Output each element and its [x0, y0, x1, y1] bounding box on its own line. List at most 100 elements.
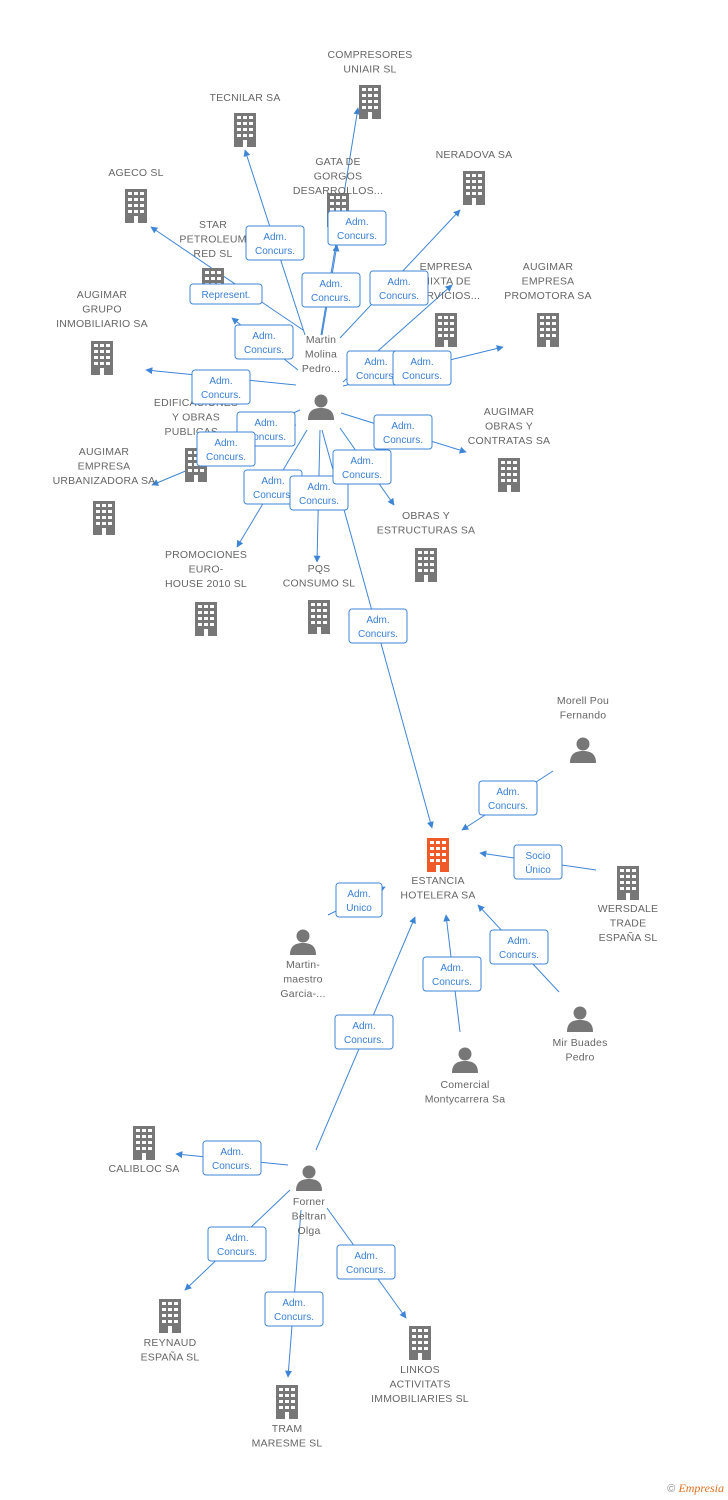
node-label-line: Mir Buades: [552, 1037, 607, 1049]
person-icon: [567, 1006, 593, 1032]
relation-badge-r-obras-estructuras[interactable]: Adm.Concurs.: [289, 475, 349, 511]
badge-label: Adm.Concurs.: [379, 277, 419, 302]
relation-badge-r-pqs[interactable]: Adm.Concurs.: [332, 449, 392, 485]
badge-label-line: Adm.: [507, 936, 530, 947]
relation-badge-r-empresa-mixta[interactable]: Adm. Concurs.: [346, 350, 406, 386]
relation-badge-r-neradova[interactable]: Adm.Concurs.: [369, 270, 429, 306]
node-label-line: DESARROLLOS...: [293, 185, 383, 197]
relation-badge-r-compresores[interactable]: Adm.Concurs.: [327, 210, 387, 246]
relation-badge-r-tecnilar[interactable]: Adm.Concurs.: [245, 225, 305, 261]
badge-label-line: Adm.: [364, 357, 387, 368]
badge-label: Adm.Concurs.: [244, 331, 284, 356]
relation-badge-r-forner-estancia[interactable]: Adm.Concurs.: [334, 1014, 394, 1050]
relation-badge-r-tram[interactable]: Adm.Concurs.: [264, 1291, 324, 1327]
relation-badge-r-augimar-urbanizadora[interactable]: Adm.Concurs.: [196, 431, 256, 467]
building-icon: [359, 85, 381, 119]
node-label-line: AUGIMAR: [484, 406, 535, 418]
node-label-line: TECNILAR SA: [209, 92, 280, 104]
relation-badge-r-mir[interactable]: Adm. Concurs.: [489, 929, 549, 965]
relation-badge-r-augimar-obras[interactable]: Adm.Concurs.: [243, 469, 303, 505]
node-ageco[interactable]: AGECO SL: [108, 167, 163, 223]
badge-box: [335, 882, 383, 918]
badge-label-line: Concurs.: [274, 1312, 314, 1323]
badge-label-line: Adm.: [387, 277, 410, 288]
relation-badge-r-gata[interactable]: Adm. Concurs.: [301, 272, 361, 308]
badge-label-line: Concurs.: [311, 293, 351, 304]
building-icon: [435, 313, 457, 347]
relation-badge-r-star[interactable]: Represent.: [189, 283, 263, 305]
person-icon: [296, 1165, 322, 1191]
node-label-line: SERVICIOS...: [412, 290, 480, 302]
node-neradova[interactable]: NERADOVA SA: [436, 149, 513, 205]
badge-box: [289, 475, 349, 511]
node-label-line: URBANIZADORA SA: [53, 475, 156, 487]
person-icon: [570, 737, 596, 763]
badge-label-line: Adm.: [496, 787, 519, 798]
badge-box: [189, 283, 263, 305]
badge-box: [202, 1140, 262, 1176]
badge-label-line: Represent.: [202, 290, 251, 301]
badge-box: [196, 431, 256, 467]
relation-badge-r-comercial[interactable]: Adm.Concurs.: [422, 956, 482, 992]
person-icon: [290, 929, 316, 955]
relation-badge-r-martin-maestro[interactable]: Adm.Unico: [335, 882, 383, 918]
badge-label: Adm.Concurs.: [206, 438, 246, 463]
relation-badge-r-augimar-grupo[interactable]: Adm.Concurs.: [191, 369, 251, 405]
relation-badge-r-linkos[interactable]: Adm.Concurs.: [336, 1244, 396, 1280]
relation-badge-r-morell[interactable]: Adm.Concurs.: [478, 780, 538, 816]
footer-credit: © Empresia: [667, 1481, 724, 1496]
node-calibloc[interactable]: CALIBLOC SA: [108, 1126, 179, 1175]
badge-label-line: Adm.: [220, 1147, 243, 1158]
badge-label: Adm.Concurs.: [383, 421, 423, 446]
badge-label-line: Concurs.: [246, 432, 286, 443]
badge-label-line: Concurs.: [356, 371, 396, 382]
node-tecnilar[interactable]: TECNILAR SA: [209, 92, 280, 147]
node-label-line: Olga: [298, 1225, 321, 1237]
brand-logo[interactable]: Empresia: [678, 1481, 724, 1495]
badge-label-line: Concurs.: [499, 950, 539, 961]
node-label-line: Beltran: [292, 1211, 327, 1223]
node-label: AGECO SL: [108, 167, 163, 179]
badge-label: Adm.Concurs.: [212, 1147, 252, 1172]
badge-box: [207, 1226, 267, 1262]
node-label-line: ESTRUCTURAS SA: [377, 525, 475, 537]
relation-badge-r-reynaud[interactable]: Adm.Concurs.: [207, 1226, 267, 1262]
node-label-line: MARESME SL: [252, 1438, 323, 1450]
relation-badge-r-calibloc[interactable]: Adm.Concurs.: [202, 1140, 262, 1176]
relation-badge-r-ageco[interactable]: Adm.Concurs.: [234, 324, 294, 360]
relation-badge-r-augimar-promotora[interactable]: Adm.Concurs.: [392, 350, 452, 386]
relation-badge-r-promociones[interactable]: Adm.Concurs.: [373, 414, 433, 450]
badge-box: [234, 324, 294, 360]
relation-badge-r-estancia-main[interactable]: Adm.Concurs.: [348, 608, 408, 644]
badge-label-line: Adm.: [319, 279, 342, 290]
